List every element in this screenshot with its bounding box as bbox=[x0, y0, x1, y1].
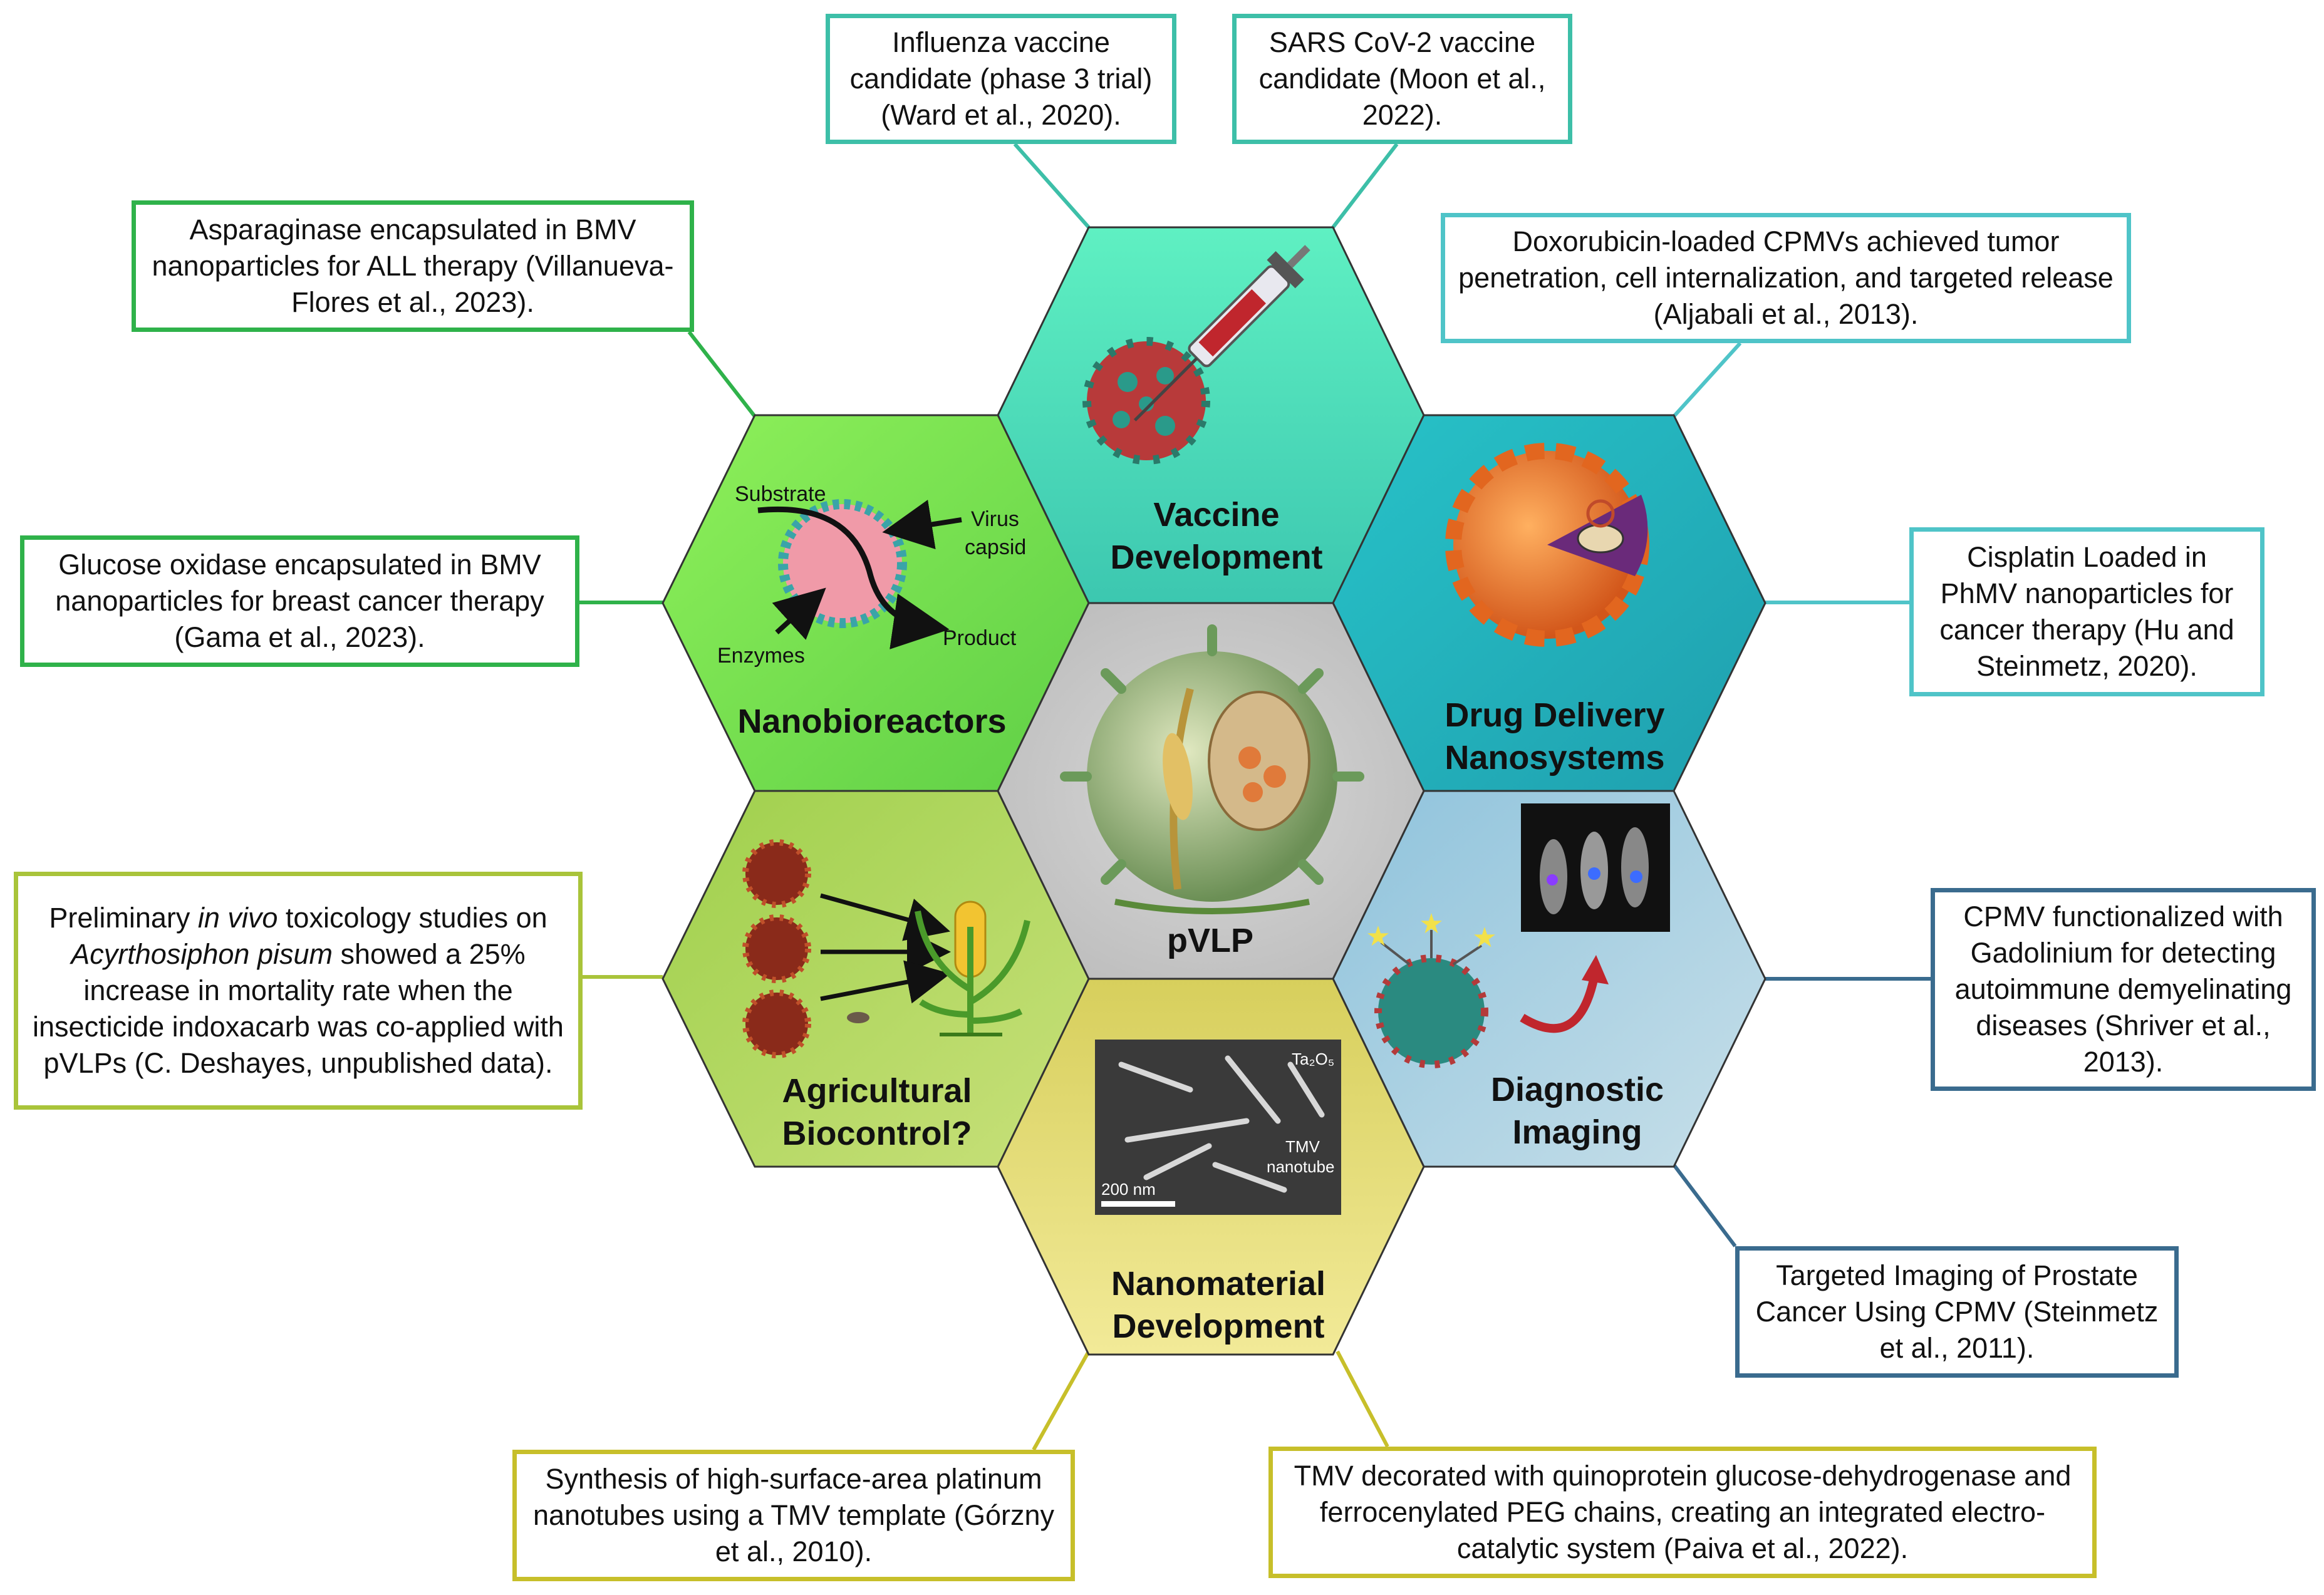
agri-text-mid: toxicology studies on bbox=[278, 902, 547, 934]
diagnostic-label-line2: Imaging bbox=[1512, 1113, 1642, 1151]
tmv-gdh-reference-box: TMV decorated with quinoprotein glucose-… bbox=[1268, 1447, 2097, 1578]
tmv-micrograph: Ta₂O₅ TMV nanotube 200 nm bbox=[1095, 1040, 1341, 1215]
glucose-oxidase-reference-text: Glucose oxidase encapsulated in BMV nano… bbox=[55, 549, 544, 653]
glucose-oxidase-reference-box: Glucose oxidase encapsulated in BMV nano… bbox=[20, 535, 579, 667]
connector-lines bbox=[576, 143, 1932, 1451]
cisplatin-reference-box: Cisplatin Loaded in PhMV nanoparticles f… bbox=[1909, 527, 2264, 696]
prostate-reference-text: Targeted Imaging of Prostate Cancer Usin… bbox=[1755, 1259, 2159, 1364]
svg-text:★: ★ bbox=[1472, 922, 1497, 954]
pvlp-virus-icon bbox=[1060, 624, 1364, 914]
asparaginase-reference-text: Asparaginase encapsulated in BMV nanopar… bbox=[152, 214, 674, 318]
cisplatin-reference-text: Cisplatin Loaded in PhMV nanoparticles f… bbox=[1939, 541, 2234, 682]
enzymes-label: Enzymes bbox=[717, 644, 805, 668]
diagnostic-label-line1: Diagnostic bbox=[1491, 1071, 1664, 1108]
nanomaterial-label-line2: Development bbox=[1112, 1308, 1324, 1345]
tmv-gdh-reference-text: TMV decorated with quinoprotein glucose-… bbox=[1294, 1460, 2072, 1564]
influenza-reference-text: Influenza vaccine candidate (phase 3 tri… bbox=[849, 26, 1153, 131]
agri-toxicology-reference-text: Preliminary in vivo toxicology studies o… bbox=[29, 900, 567, 1081]
scale-bar bbox=[1101, 1201, 1175, 1207]
agri-toxicology-reference-box: Preliminary in vivo toxicology studies o… bbox=[14, 872, 583, 1110]
drug-label-line1: Drug Delivery bbox=[1445, 696, 1664, 734]
agri-label-line2: Biocontrol? bbox=[782, 1115, 972, 1152]
sars-reference-text: SARS CoV-2 vaccine candidate (Moon et al… bbox=[1258, 26, 1546, 131]
micrograph-tmv-label-1: TMV bbox=[1285, 1137, 1320, 1156]
cpmv-gd-reference-box: CPMV functionalized with Gadolinium for … bbox=[1931, 888, 2316, 1091]
doxorubicin-reference-text: Doxorubicin-loaded CPMVs achieved tumor … bbox=[1458, 225, 2114, 330]
agri-text-species: Acyrthosiphon pisum bbox=[71, 938, 333, 970]
doxorubicin-reference-box: Doxorubicin-loaded CPMVs achieved tumor … bbox=[1441, 213, 2131, 343]
asparaginase-reference-box: Asparaginase encapsulated in BMV nanopar… bbox=[132, 200, 694, 332]
micrograph-scale-label: 200 nm bbox=[1101, 1180, 1156, 1199]
vaccine-label-line2: Development bbox=[1110, 539, 1322, 576]
vaccine-label-line1: Vaccine bbox=[1153, 496, 1279, 534]
substrate-label: Substrate bbox=[735, 482, 826, 506]
influenza-reference-box: Influenza vaccine candidate (phase 3 tri… bbox=[826, 14, 1176, 144]
drug-label-line2: Nanosystems bbox=[1445, 739, 1664, 777]
platinum-reference-box: Synthesis of high-surface-area platinum … bbox=[512, 1450, 1075, 1581]
cpmv-gd-reference-text: CPMV functionalized with Gadolinium for … bbox=[1954, 901, 2292, 1078]
virus-capsid-label-1: Virus bbox=[971, 507, 1019, 531]
agri-text-pre: Preliminary bbox=[49, 902, 198, 934]
agri-label-line1: Agricultural bbox=[782, 1072, 972, 1110]
platinum-reference-text: Synthesis of high-surface-area platinum … bbox=[532, 1463, 1055, 1567]
nanobioreactor-diagram: Substrate Virus capsid Enzymes Product bbox=[717, 482, 1026, 668]
nanomaterial-label-line1: Nanomaterial bbox=[1111, 1265, 1325, 1303]
prostate-reference-box: Targeted Imaging of Prostate Cancer Usin… bbox=[1735, 1246, 2179, 1378]
agri-illustration bbox=[742, 839, 1030, 1058]
micrograph-ta-label: Ta₂O₅ bbox=[1292, 1050, 1334, 1068]
nanobioreactor-label: Nanobioreactors bbox=[737, 703, 1006, 740]
micrograph-tmv-label-2: nanotube bbox=[1267, 1157, 1334, 1176]
virus-capsid-label-2: capsid bbox=[965, 535, 1026, 559]
agri-text-post: showed a 25% increase in mortality rate … bbox=[33, 938, 564, 1079]
pvlp-label: pVLP bbox=[1167, 922, 1253, 959]
agri-text-in-vivo: in vivo bbox=[197, 902, 278, 934]
product-label: Product bbox=[943, 626, 1017, 650]
sars-reference-box: SARS CoV-2 vaccine candidate (Moon et al… bbox=[1232, 14, 1572, 144]
svg-text:★: ★ bbox=[1419, 908, 1443, 940]
drug-nanoparticle-icon bbox=[1445, 443, 1649, 647]
svg-text:★: ★ bbox=[1366, 921, 1390, 952]
vaccine-virus-syringe-icon bbox=[1082, 245, 1310, 465]
diagnostic-imaging-icon: ★ ★ ★ bbox=[1366, 803, 1670, 1068]
